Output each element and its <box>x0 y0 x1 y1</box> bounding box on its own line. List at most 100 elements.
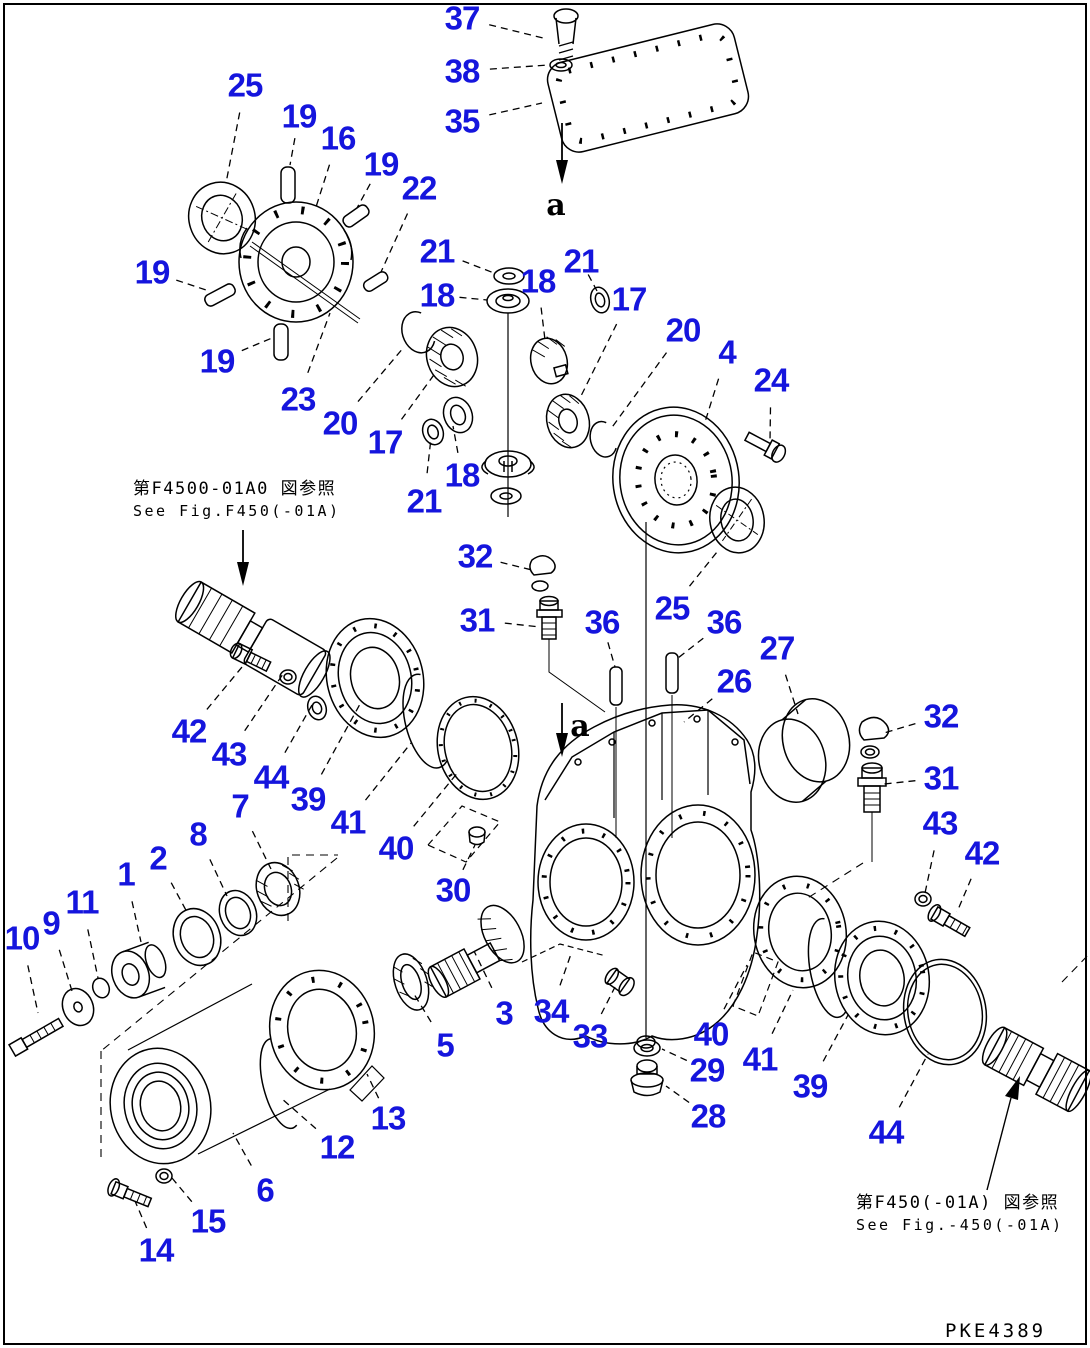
part-label-30: 30 <box>435 871 472 909</box>
part-19-pins <box>204 166 370 361</box>
leader-line-1 <box>131 901 142 943</box>
part-10-bolt <box>7 1017 65 1058</box>
part-40-flange-right <box>752 875 848 989</box>
part-label-38: 38 <box>444 52 481 90</box>
leader-line-10 <box>27 965 39 1014</box>
part-label-6: 6 <box>256 1171 274 1209</box>
part-label-20: 20 <box>665 311 702 349</box>
leader-line-21 <box>426 437 432 474</box>
leader-line-12 <box>280 1097 317 1130</box>
leader-line-18 <box>459 296 488 301</box>
leader-lines <box>27 24 972 1229</box>
part-20-snap-ring-right <box>589 420 617 458</box>
marker-a-top-arrow <box>556 123 568 184</box>
note-en-text: See Fig.-450(-01A) <box>856 1216 1064 1234</box>
leader-line-31 <box>504 622 541 628</box>
marker-a-housing-arrow <box>556 703 568 757</box>
leader-line-25 <box>688 551 718 587</box>
part-32-cap-right <box>858 716 890 759</box>
leader-line-13 <box>366 1073 380 1099</box>
part-label-19: 19 <box>281 97 318 135</box>
note-en-text: See Fig.F450(-01A) <box>133 502 341 520</box>
part-42-bolt-right <box>927 904 971 938</box>
leader-line-40 <box>723 964 748 1010</box>
part-label-33: 33 <box>572 1017 609 1055</box>
leader-line-44 <box>898 1053 929 1108</box>
part-12-oring <box>259 1038 298 1130</box>
leader-line-33 <box>600 986 616 1015</box>
part-label-17: 17 <box>611 280 648 318</box>
leader-line-38 <box>489 64 549 70</box>
part-label-19: 19 <box>363 145 400 183</box>
part-44-oring-right <box>902 958 988 1066</box>
part-42-bolt-left <box>229 642 272 673</box>
leader-line-15 <box>171 1177 193 1203</box>
part-4-ring-gear <box>612 406 740 554</box>
leader-line-19 <box>176 279 207 291</box>
part-label-32: 32 <box>457 537 494 575</box>
part-label-31: 31 <box>459 601 496 639</box>
leader-line-18 <box>540 307 546 341</box>
leader-line-30 <box>462 844 476 871</box>
leader-line-37 <box>489 24 544 39</box>
part-label-41: 41 <box>742 1040 779 1078</box>
plate-id: PKE4389 <box>945 1320 1047 1342</box>
leader-line-21 <box>587 274 598 292</box>
part-label-8: 8 <box>189 815 207 853</box>
construction-lines <box>100 854 1090 1158</box>
part-label-40: 40 <box>693 1015 730 1053</box>
leader-line-5 <box>413 993 432 1023</box>
part-35-cover-plate <box>546 23 750 153</box>
part-18-washer-left <box>442 396 474 434</box>
leader-line-17 <box>579 323 618 399</box>
part-17-side-gear-right <box>545 393 591 449</box>
part-label-10: 10 <box>4 919 41 957</box>
dashed-plate-40-left <box>427 805 501 863</box>
part-label-9: 9 <box>42 904 60 942</box>
part-label-17: 17 <box>367 423 404 461</box>
leader-line-32 <box>883 722 916 734</box>
part-32-cap-left <box>529 555 556 592</box>
part-label-36: 36 <box>584 603 621 641</box>
part-label-44: 44 <box>253 758 290 796</box>
part-17-side-gear-left <box>425 326 479 388</box>
part-27-sleeve <box>757 698 851 803</box>
part-label-43: 43 <box>211 735 248 773</box>
part-25-bearing-right <box>709 486 765 554</box>
part-label-2: 2 <box>149 839 167 877</box>
leader-line-20 <box>609 352 668 431</box>
flow-marker-a-1: a <box>546 188 566 223</box>
part-label-19: 19 <box>134 253 171 291</box>
part-18-spider-gear <box>529 336 569 385</box>
part-label-41: 41 <box>330 803 367 841</box>
part-label-7: 7 <box>231 787 249 825</box>
part-label-3: 3 <box>495 994 513 1032</box>
part-label-18: 18 <box>419 276 456 314</box>
part-44-washer-left <box>306 695 328 721</box>
leader-line-9 <box>58 949 73 992</box>
leader-line-27 <box>784 674 799 715</box>
part-16-differential-case <box>238 201 354 323</box>
part-label-15: 15 <box>190 1202 227 1240</box>
part-21-18-washers-axis <box>481 267 535 517</box>
part-40-gasket-left <box>436 695 520 801</box>
leader-line-14 <box>134 1200 148 1229</box>
part-21-washer-left <box>421 418 445 446</box>
dashed-plate-40-right <box>732 951 779 1017</box>
part-3-bevel-pinion <box>427 904 525 998</box>
part-41-ring-left <box>402 673 448 769</box>
flow-marker-a-2: a <box>570 709 590 744</box>
part-20-snap-ring-left <box>401 311 436 354</box>
part-label-23: 23 <box>280 380 317 418</box>
leader-line-25 <box>225 112 241 184</box>
leader-line-39 <box>822 1014 849 1062</box>
part-7-bearing <box>255 861 304 917</box>
part-label-24: 24 <box>753 361 790 399</box>
part-label-26: 26 <box>716 662 753 700</box>
leader-line-32 <box>500 561 533 571</box>
part-43-washer-left <box>279 669 297 685</box>
leader-line-17 <box>400 371 437 420</box>
leader-line-19 <box>241 337 273 352</box>
part-24-bolt <box>743 431 787 463</box>
part-43-washer-right <box>914 891 932 907</box>
